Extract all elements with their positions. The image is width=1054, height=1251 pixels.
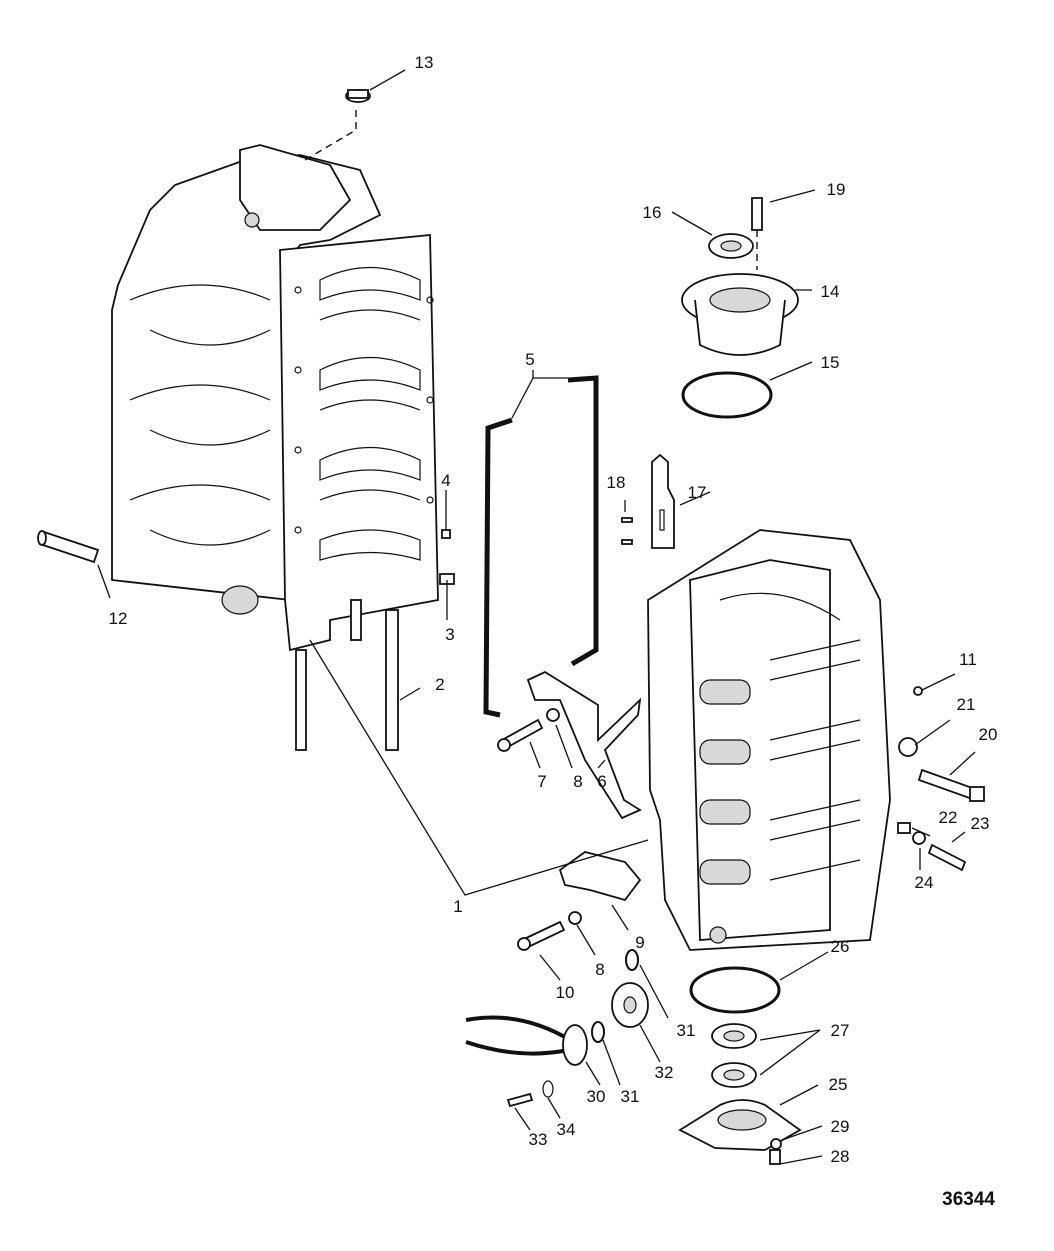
callout-8: 8 (573, 772, 582, 791)
callout-18: 18 (607, 473, 626, 492)
o-ring-part-31b (625, 949, 639, 971)
bearing-housing-part-14 (681, 273, 799, 356)
callout-29: 29 (831, 1117, 850, 1136)
assembly-line-13 (304, 110, 357, 161)
callout-27: 27 (831, 1021, 850, 1040)
o-ring-part-31 (591, 1021, 605, 1043)
pin-part-4 (441, 529, 451, 539)
callout-33: 33 (529, 1130, 548, 1149)
callout-26: 26 (831, 937, 850, 956)
crankcase-cover-right-half (647, 529, 891, 951)
callout-31: 31 (621, 1087, 640, 1106)
callout-31b: 31 (677, 1021, 696, 1040)
callout-3: 3 (445, 625, 454, 644)
callout-17: 17 (688, 483, 707, 502)
callout-25: 25 (829, 1075, 848, 1094)
washer-part-8 (546, 708, 560, 722)
cylinder-block-left-half (111, 144, 439, 652)
callout-22: 22 (939, 808, 958, 827)
plug-part-11 (913, 686, 923, 696)
dowel-pin-part-12 (37, 530, 100, 564)
callout-8b: 8 (595, 960, 604, 979)
callout-7: 7 (537, 772, 546, 791)
callout-14: 14 (821, 282, 840, 301)
screw-part-23 (927, 843, 967, 872)
callout-15: 15 (821, 353, 840, 372)
callout-9: 9 (635, 933, 644, 952)
callout-19: 19 (827, 180, 846, 199)
bracket-part-9 (558, 851, 642, 902)
callout-13: 13 (415, 53, 434, 72)
callout-labels: 1 2 3 4 5 6 7 8 8 9 10 11 12 13 14 15 16… (109, 53, 998, 1210)
leader-lines (97, 69, 976, 1165)
sensor-part-30 (465, 1015, 588, 1066)
callout-4: 4 (441, 471, 450, 490)
stud-part-2 (295, 599, 399, 751)
o-ring-part-15 (681, 371, 773, 419)
bolt-part-28 (769, 1149, 781, 1165)
callout-12: 12 (109, 609, 128, 628)
screw-part-18 (621, 517, 633, 523)
callout-32: 32 (655, 1063, 674, 1082)
nut-part-24 (912, 831, 926, 845)
callout-24: 24 (915, 873, 934, 892)
washer-part-21 (898, 737, 918, 757)
screw-part-33 (506, 1092, 534, 1108)
callout-20: 20 (979, 725, 998, 744)
tube-part-5 (483, 417, 513, 718)
callout-6: 6 (597, 772, 606, 791)
washer-part-29 (770, 1138, 782, 1150)
callout-1: 1 (453, 897, 462, 916)
callout-2: 2 (435, 675, 444, 694)
callout-23: 23 (971, 814, 990, 833)
callout-5: 5 (525, 350, 534, 369)
callout-34: 34 (557, 1120, 576, 1139)
callout-21: 21 (957, 695, 976, 714)
washer-part-8b (568, 911, 582, 925)
washer-part-34 (542, 1080, 554, 1098)
figure-number: 36344 (942, 1189, 995, 1210)
o-ring-part-26 (689, 966, 781, 1014)
plate-part-17 (651, 453, 675, 549)
callout-10: 10 (556, 983, 575, 1002)
plug-part-13 (345, 89, 371, 103)
callout-28: 28 (831, 1147, 850, 1166)
callout-30: 30 (587, 1087, 606, 1106)
bracket-part-6 (526, 670, 642, 820)
callout-11: 11 (959, 650, 977, 669)
screw-part-19 (751, 197, 763, 231)
callout-16: 16 (643, 203, 662, 222)
nut-part-22 (897, 822, 911, 834)
